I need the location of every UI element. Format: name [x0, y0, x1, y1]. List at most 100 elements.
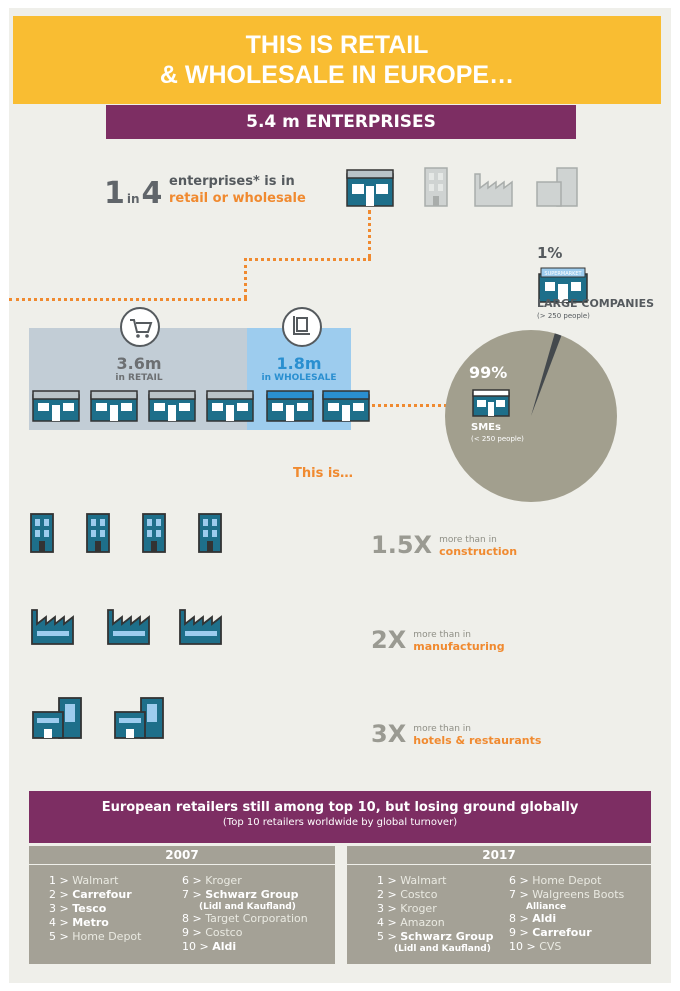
retailers-title-bar: European retailers still among top 10, b…	[29, 791, 651, 843]
rank: 10 >	[182, 940, 213, 953]
rank: 8 >	[182, 912, 206, 925]
year-2007: 2007	[29, 846, 335, 864]
wholesale-label: in WHOLESALE	[261, 373, 337, 383]
list-item: 10 > CVS	[509, 940, 561, 954]
enterprises-banner: 5.4 m ENTERPRISES	[106, 105, 576, 139]
storefront-icon	[322, 390, 370, 422]
retailer-name: Home Depot	[532, 874, 602, 887]
rank: 6 >	[182, 874, 206, 887]
rank: 3 >	[377, 902, 401, 915]
retailer-name: Tesco	[72, 902, 107, 915]
comparison-manufacturing: 2X more than in manufacturing	[371, 626, 505, 654]
retailer-name: Walmart	[72, 874, 119, 887]
retailer-name: Metro	[72, 916, 109, 929]
rank: 3 >	[49, 902, 73, 915]
retail-label: in RETAIL	[115, 373, 163, 383]
retailer-name: Home Depot	[72, 930, 142, 943]
list-2007	[29, 865, 335, 964]
rank: 4 >	[49, 916, 73, 929]
retailer-name: Aldi	[532, 912, 557, 925]
list-item: 8 > Aldi	[509, 912, 556, 926]
hotel-icon	[32, 697, 82, 739]
sme-label: SMEs	[471, 422, 501, 433]
retailer-name: Kroger	[400, 902, 437, 915]
infographic: THIS IS RETAIL & WHOLESALE IN EUROPE… 5.…	[9, 8, 671, 983]
factory-icon	[31, 609, 74, 645]
office-building-icon	[86, 513, 110, 553]
list-item: 5 > Schwarz Group(Lidl and Kaufland)	[377, 930, 493, 954]
factory-icon	[474, 173, 513, 207]
list-2017	[347, 865, 651, 964]
one-in-four-line-2: retail or wholesale	[169, 191, 306, 206]
office-building-icon	[424, 167, 448, 207]
one-in-four-line-1: enterprises* is in	[169, 174, 295, 189]
connector	[244, 258, 247, 298]
office-building-icon	[142, 513, 166, 553]
storefront-icon	[346, 169, 394, 207]
retailer-name: Carrefour	[532, 926, 592, 939]
title-line-2: & WHOLESALE IN EUROPE…	[159, 61, 515, 89]
pie-chart	[445, 330, 617, 502]
office-building-icon	[198, 513, 222, 553]
office-building-icon	[30, 513, 54, 553]
one-in-four-text: enterprises* is in retail or wholesale	[169, 173, 306, 207]
retailer-name: Amazon	[400, 916, 445, 929]
connector	[353, 404, 473, 407]
list-item: 6 > Kroger	[182, 874, 242, 888]
hand-truck-icon	[282, 307, 322, 347]
list-item: 6 > Home Depot	[509, 874, 601, 888]
large-label: LARGE COMPANIES	[537, 297, 655, 310]
supermarket-sign: SUPERMARKET	[544, 271, 582, 277]
rank: 10 >	[509, 940, 540, 953]
sector-label: manufacturing	[413, 640, 505, 653]
rank: 7 >	[509, 888, 533, 901]
year-2017: 2017	[347, 846, 651, 864]
list-item: 5 > Home Depot	[49, 930, 141, 944]
more-than-in: more than in	[439, 535, 497, 545]
retailer-name: Aldi	[212, 940, 237, 953]
title-line-1: THIS IS RETAIL	[245, 31, 429, 59]
factory-icon	[179, 609, 222, 645]
rank: 9 >	[182, 926, 206, 939]
supermarket-icon: SUPERMARKET	[538, 267, 588, 303]
sme-pct: 99%	[469, 363, 508, 382]
list-item: 1 > Walmart	[49, 874, 118, 888]
list-item: 2 > Costco	[377, 888, 437, 902]
rank: 9 >	[509, 926, 533, 939]
factory-icon	[107, 609, 150, 645]
wholesale-value: 1.8m	[276, 354, 322, 373]
sector-label: construction	[439, 545, 518, 558]
title-banner: THIS IS RETAIL & WHOLESALE IN EUROPE…	[13, 16, 661, 104]
list-item: 10 > Aldi	[182, 940, 236, 954]
retailer-name: Walmart	[400, 874, 447, 887]
four-number: 4	[141, 176, 163, 211]
rank: 1 >	[49, 874, 73, 887]
multiplier: 1.5X	[371, 531, 433, 559]
list-item: 9 > Carrefour	[509, 926, 592, 940]
retail-stat: 3.6m in RETAIL	[109, 354, 169, 383]
comparison-construction: 1.5X more than in construction	[371, 531, 517, 559]
rank: 8 >	[509, 912, 533, 925]
rank: 1 >	[377, 874, 401, 887]
rank: 2 >	[49, 888, 73, 901]
storefront-icon	[32, 390, 80, 422]
comparison-hotels: 3X more than in hotels & restaurants	[371, 720, 541, 748]
rank: 7 >	[182, 888, 206, 901]
large-pct: 1%	[537, 244, 563, 262]
retailer-name: Walgreens Boots	[532, 888, 625, 901]
rank: 5 >	[49, 930, 73, 943]
rank: 2 >	[377, 888, 401, 901]
sector-label: hotels & restaurants	[413, 734, 542, 747]
hotel-icon	[536, 167, 578, 207]
more-than-in: more than in	[413, 630, 471, 640]
rank: 5 >	[377, 930, 401, 943]
retailers-subtitle: (Top 10 retailers worldwide by global tu…	[222, 817, 458, 828]
shopping-cart-icon	[120, 307, 160, 347]
this-is: This is…	[293, 466, 354, 481]
list-item: 7 > Schwarz Group(Lidl and Kaufland)	[182, 888, 298, 912]
retailer-note: (Lidl and Kaufland)	[199, 902, 296, 912]
pie-slice-large	[531, 333, 562, 416]
retailer-name: CVS	[539, 940, 562, 953]
retailer-name: Costco	[205, 926, 243, 939]
